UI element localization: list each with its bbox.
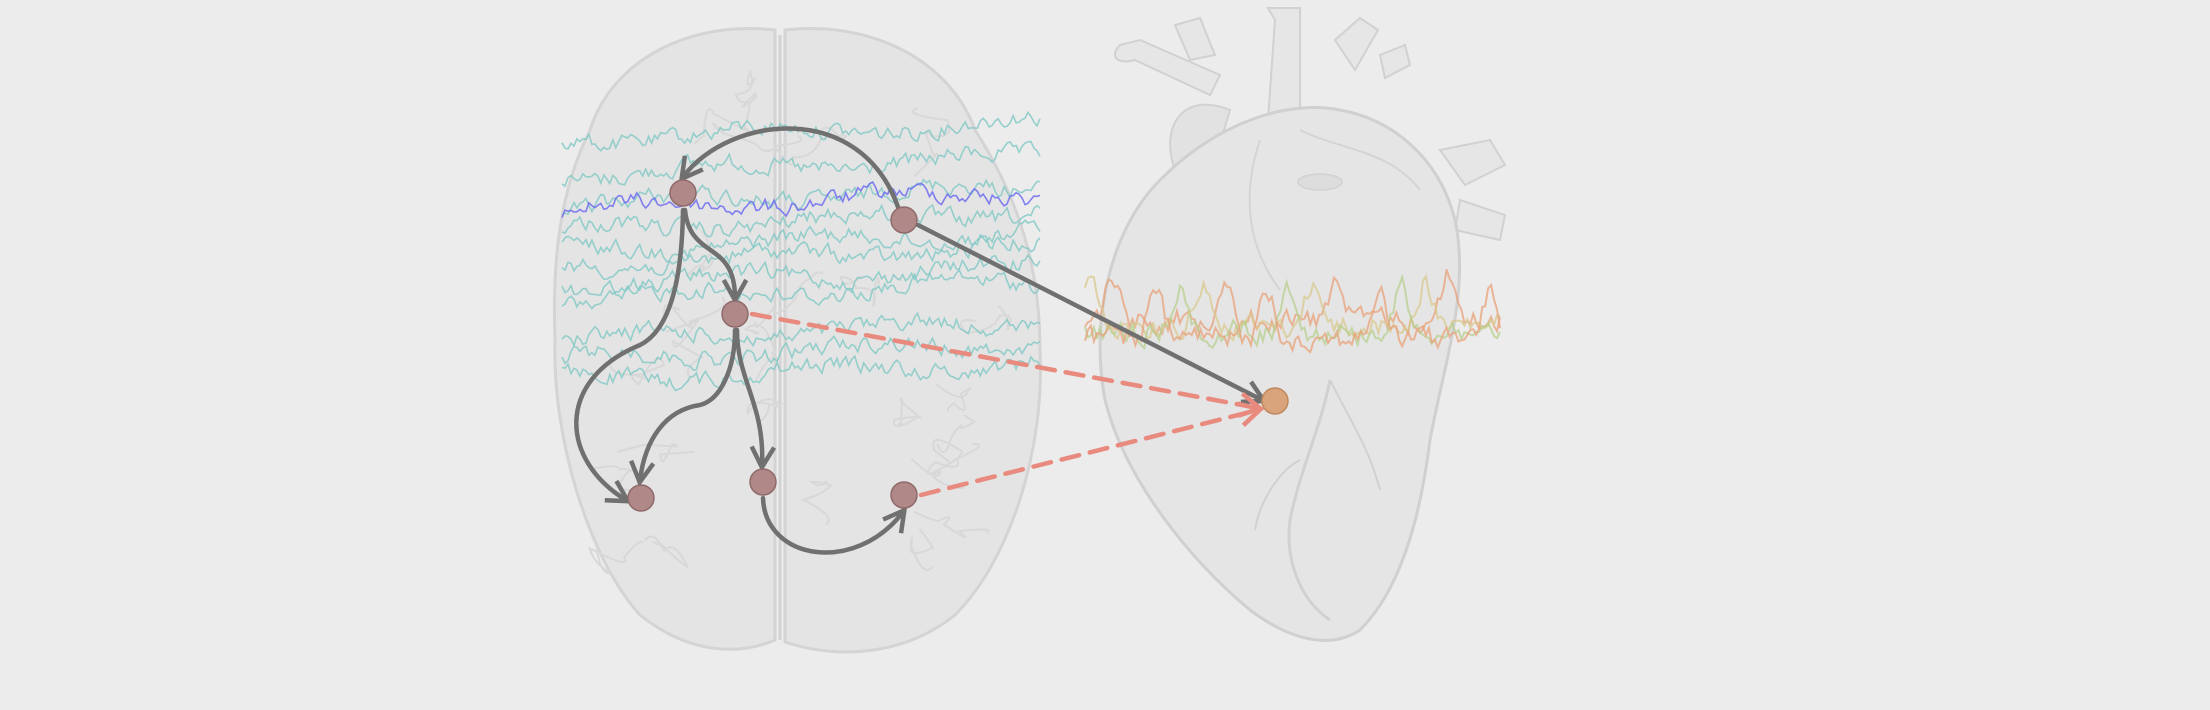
eeg-trace [561,203,1041,238]
eeg-trace [561,354,1041,392]
edge-b1-to-b4 [574,207,686,500]
brain-fold [929,438,965,490]
brain-fold [914,511,990,539]
node-b4 [627,484,655,512]
brain-fold [893,397,924,428]
brain-fold [609,357,666,387]
node-b6 [890,481,918,509]
brain-fold [588,540,644,575]
brain-fold [746,398,783,424]
brain-fold [644,535,690,570]
edge-b5-to-b6 [760,495,903,555]
node-h1 [1261,387,1289,415]
ecg-traces [1084,269,1501,354]
brain-fold [800,480,833,526]
brain-fold [734,69,758,108]
edge-b3-to-b4 [640,327,738,480]
ecg-trace [1084,273,1501,342]
edge-b3-to-h1 [749,311,1258,408]
edge-b3-to-b5 [734,327,762,465]
eeg-trace [561,140,1041,188]
heart-illustration [1098,7,1507,642]
eeg-trace [561,253,1041,300]
edge-b2-to-b1 [683,126,901,210]
brain-fold [910,442,981,477]
node-b1 [669,179,697,207]
brain-fold [754,271,824,328]
edge-b6-to-h1 [918,410,1258,498]
nodes [627,179,1289,512]
node-b3 [721,300,749,328]
brain-fold [936,414,977,454]
brain-fold [935,383,972,412]
eeg-trace [561,311,1041,348]
brain-fold [743,323,783,381]
edge-b1-to-b3 [682,207,735,298]
ecg-trace [1084,282,1501,354]
node-b5 [749,468,777,496]
node-b2 [890,206,918,234]
eeg-trace [561,219,1041,265]
brain-fold [909,528,934,571]
edges [574,126,1262,555]
eeg-trace [561,178,1040,217]
brain-fold [693,101,751,146]
edge-b2-to-h1 [915,222,1262,400]
eeg-trace [561,268,1041,310]
eeg-trace-highlight [561,181,1041,218]
brain-fold [712,122,803,153]
brain-illustration [552,27,1042,654]
brain-fold [665,319,704,380]
